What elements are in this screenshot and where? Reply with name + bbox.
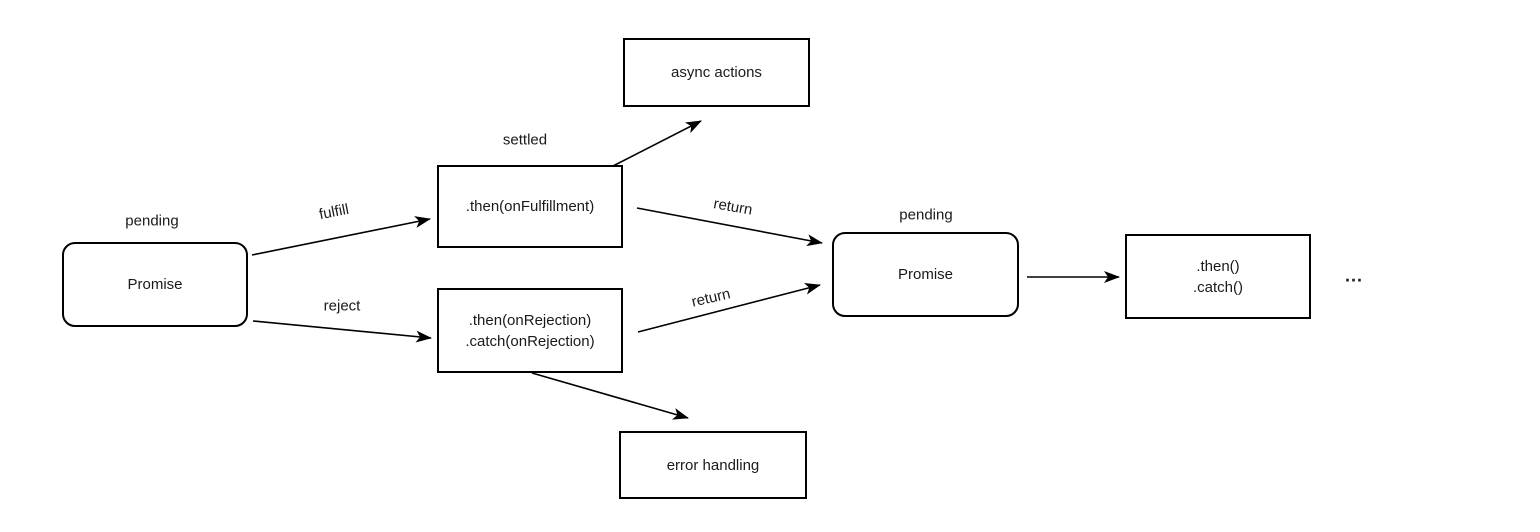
continuation-ellipsis: ... xyxy=(1344,265,1364,286)
state-label-settled: settled xyxy=(502,131,548,149)
edge-fulfill-arrow xyxy=(251,216,431,256)
node-then-onfulfillment-label: .then(onFulfillment) xyxy=(465,198,595,215)
node-error-handling: error handling xyxy=(619,431,807,499)
node-then-catch-onrejection: .then(onRejection) .catch(onRejection) xyxy=(437,288,623,373)
node-promise-initial-label: Promise xyxy=(127,276,183,293)
node-promise-initial: Promise xyxy=(62,242,248,327)
state-label-pending-initial: pending xyxy=(125,212,179,230)
node-error-handling-label: error handling xyxy=(666,456,760,474)
edge-return-bottom-arrow xyxy=(637,282,821,333)
node-promise-chained-label: Promise xyxy=(897,266,953,283)
edge-reject-arrow xyxy=(252,320,432,343)
node-catch-onrejection-line: .catch(onRejection) xyxy=(465,332,595,350)
node-async-actions: async actions xyxy=(623,38,810,107)
node-then-onfulfillment: .then(onFulfillment) xyxy=(437,165,623,248)
edge-to-async-actions-arrow xyxy=(612,120,702,167)
node-catch-chain-line: .catch() xyxy=(1192,278,1243,296)
edge-return-top-arrow xyxy=(636,207,823,247)
node-promise-chained: Promise xyxy=(832,232,1019,317)
edge-label-reject: reject xyxy=(323,297,361,315)
node-then-chain-line: .then() xyxy=(1196,257,1240,275)
state-label-pending-chained: pending xyxy=(899,206,953,224)
node-async-actions-label: async actions xyxy=(671,64,762,81)
node-then-onrejection-line: .then(onRejection) xyxy=(468,311,592,329)
edge-to-error-handling-arrow xyxy=(531,372,689,420)
node-then-catch-chain: .then() .catch() xyxy=(1125,234,1311,319)
